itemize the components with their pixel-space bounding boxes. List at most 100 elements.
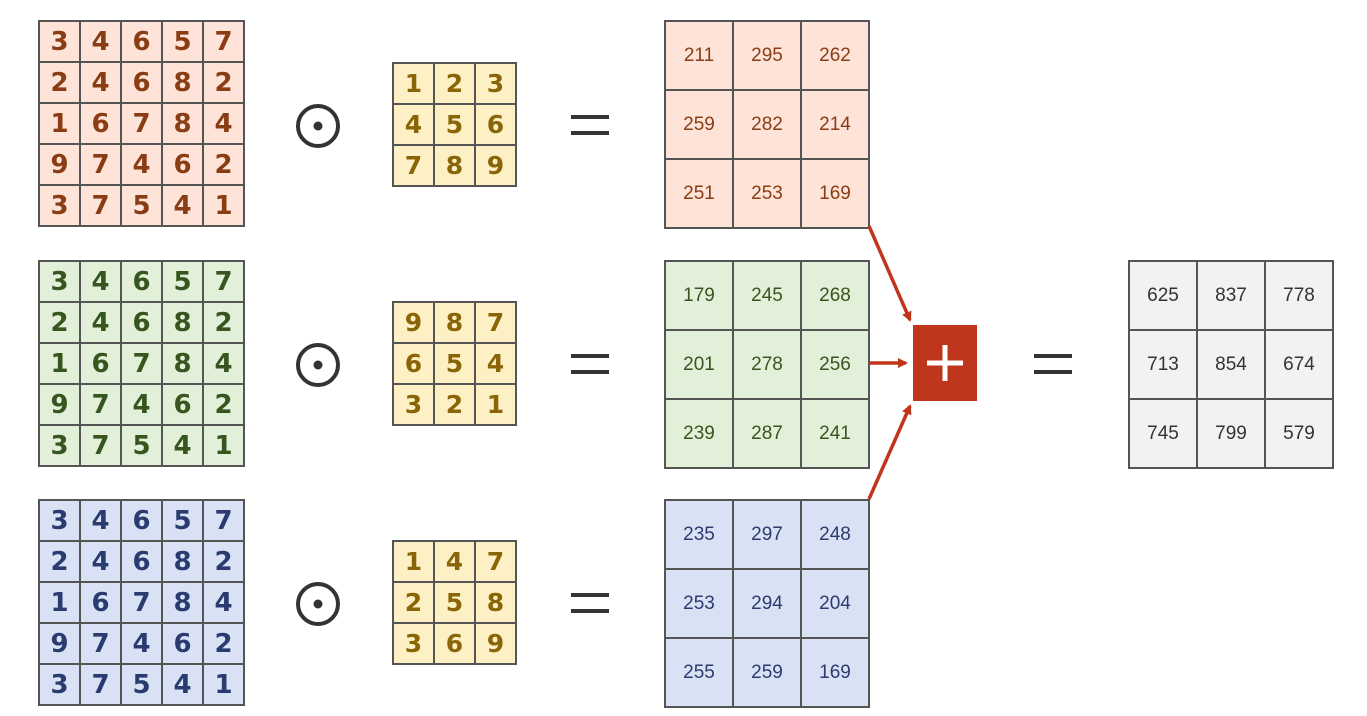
matrix-cell: 4 [162,664,203,705]
matrix-cell: 6 [162,144,203,185]
matrix-cell: 2 [203,541,244,582]
matrix-cell: 255 [665,638,733,707]
matrix-cell: 7 [475,302,516,343]
matrix-cell: 4 [80,541,121,582]
matrix-cell: 4 [121,623,162,664]
matrix-cell: 4 [434,541,475,582]
matrix-cell: 9 [475,145,516,186]
matrix-cell: 3 [39,425,80,466]
matrix-cell: 253 [665,569,733,638]
matrix-cell: 262 [801,21,869,90]
matrix-cell: 8 [434,302,475,343]
matrix-cell: 3 [393,623,434,664]
matrix-cell: 3 [39,500,80,541]
matrix-cell: 248 [801,500,869,569]
matrix-cell: 625 [1129,261,1197,330]
matrix-cell: 3 [39,21,80,62]
matrix-cell: 6 [121,500,162,541]
matrix-cell: 7 [121,582,162,623]
matrix-cell: 5 [121,185,162,226]
matrix-cell: 4 [121,144,162,185]
plus-icon [927,345,963,381]
equals-icon [571,354,609,374]
matrix-cell: 282 [733,90,801,159]
matrix-cell: 7 [80,185,121,226]
matrix-cell: 799 [1197,399,1265,468]
matrix-cell: 6 [162,623,203,664]
arrow-icon [867,225,912,322]
matrix-cell: 253 [733,159,801,228]
matrix-cell: 294 [733,569,801,638]
matrix-cell: 7 [121,103,162,144]
matrix-cell: 7 [80,664,121,705]
matrix-cell: 278 [733,330,801,399]
matrix-cell: 3 [39,664,80,705]
matrix-cell: 4 [162,185,203,226]
matrix-cell: 7 [121,343,162,384]
matrix-cell: 8 [162,582,203,623]
matrix-cell: 2 [39,541,80,582]
matrix-cell: 259 [665,90,733,159]
matrix-cell: 297 [733,500,801,569]
matrix-cell: 6 [434,623,475,664]
matrix-cell: 8 [162,62,203,103]
matrix-cell: 201 [665,330,733,399]
matrix-cell: 7 [80,384,121,425]
matrix-cell: 854 [1197,330,1265,399]
matrix-cell: 6 [475,104,516,145]
matrix-cell: 6 [393,343,434,384]
matrix-cell: 2 [39,302,80,343]
matrix-cell: 7 [203,21,244,62]
equals-icon [571,593,609,613]
odot-icon [296,582,340,626]
matrix-cell: 6 [80,582,121,623]
matrix-cell: 1 [203,185,244,226]
matrix-cell: 204 [801,569,869,638]
matrix-cell: 1 [39,343,80,384]
matrix-cell: 8 [162,343,203,384]
matrix-cell: 9 [393,302,434,343]
matrix-cell: 4 [475,343,516,384]
matrix-cell: 239 [665,399,733,468]
matrix-cell: 5 [162,500,203,541]
matrix-cell: 745 [1129,399,1197,468]
matrix-cell: 245 [733,261,801,330]
matrix-cell: 5 [434,104,475,145]
matrix-cell: 2 [434,384,475,425]
matrix-cell: 7 [393,145,434,186]
matrix-cell: 1 [393,541,434,582]
matrix-cell: 6 [121,62,162,103]
matrix-cell: 4 [80,21,121,62]
matrix-cell: 211 [665,21,733,90]
matrix-cell: 3 [39,261,80,302]
matrix-cell: 268 [801,261,869,330]
matrix-cell: 6 [121,541,162,582]
matrix-cell: 6 [80,103,121,144]
matrix-cell: 214 [801,90,869,159]
matrix-cell: 8 [162,103,203,144]
matrix-cell: 9 [475,623,516,664]
matrix-cell: 5 [121,664,162,705]
matrix-cell: 5 [162,261,203,302]
matrix-cell: 7 [475,541,516,582]
equals-icon [571,115,609,135]
matrix-cell: 4 [203,343,244,384]
matrix-cell: 2 [203,623,244,664]
matrix-cell: 674 [1265,330,1333,399]
matrix-cell: 2 [39,62,80,103]
matrix-cell: 2 [393,582,434,623]
equals-icon [1034,354,1072,374]
matrix-cell: 1 [203,425,244,466]
matrix-cell: 9 [39,623,80,664]
matrix-cell: 251 [665,159,733,228]
matrix-cell: 6 [162,384,203,425]
matrix-cell: 1 [39,103,80,144]
matrix-cell: 287 [733,399,801,468]
matrix-cell: 837 [1197,261,1265,330]
matrix-cell: 8 [162,541,203,582]
